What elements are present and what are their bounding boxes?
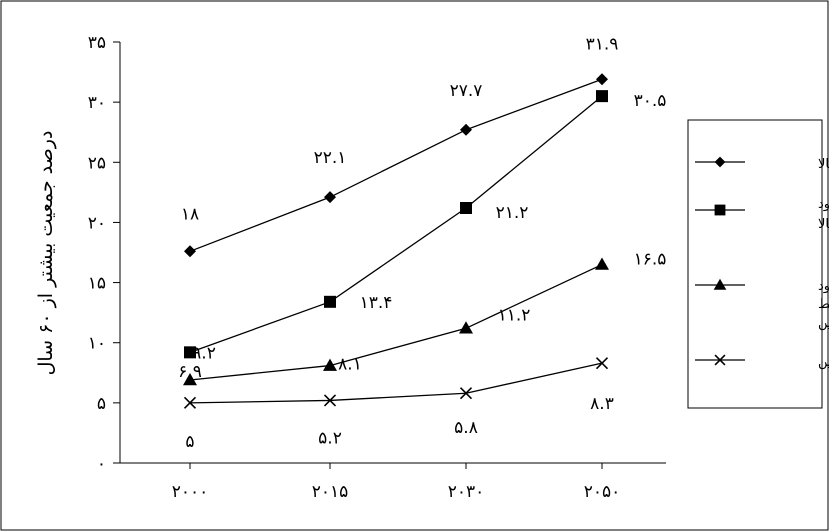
square-marker xyxy=(460,201,472,214)
legend-label: پایین xyxy=(818,316,829,331)
x-tick-label: ۲۰۱۵ xyxy=(312,482,349,502)
legend-entry-4: ورود پایین xyxy=(695,354,829,370)
legend-entry-3: ورود متنسط پایین xyxy=(695,278,829,331)
y-ticks: ۰ ۵ ۱۰ ۱۵ ۲۰ ۲۵ ۳۰ ۳۵ xyxy=(88,33,120,474)
triangle-marker xyxy=(183,373,197,386)
series-line xyxy=(189,263,603,381)
diamond-marker xyxy=(324,191,336,204)
legend-label: متنسط xyxy=(818,297,829,312)
y-tick-label: ۲۰ xyxy=(88,213,106,233)
data-label: ۱۶.۵ xyxy=(634,250,667,270)
square-marker xyxy=(714,204,726,216)
x-marker-stroke xyxy=(595,357,609,370)
legend-label: متنسط بالا xyxy=(818,217,829,232)
data-label: ۵ xyxy=(185,432,194,452)
series-2 xyxy=(184,90,608,359)
y-tick-label: ۵ xyxy=(97,394,106,414)
data-label: ۱۱.۲ xyxy=(498,305,531,325)
data-labels-layer: ۱۸ ۲۲.۱ ۲۷.۷ ۳۱.۹ ۹.۲ ۱۳.۴ ۲۱.۲ ۳۰.۵ ۶.۹ ۸.۱ ۱۱.۲ ۱… xyxy=(178,34,666,452)
series-3 xyxy=(183,257,609,386)
triangle-marker xyxy=(713,278,727,290)
diamond-marker xyxy=(596,73,608,86)
x-tick-label: ۲۰۳۰ xyxy=(448,482,485,502)
data-label: ۲۲.۱ xyxy=(314,148,347,168)
legend-box xyxy=(687,119,823,409)
data-label: ۵.۲ xyxy=(318,428,342,448)
x-tick-label: ۲۰۵۰ xyxy=(584,482,621,502)
x-marker-stroke xyxy=(323,394,337,407)
x-tick-label: ۲۰۰۰ xyxy=(172,482,209,502)
triangle-marker xyxy=(595,257,609,270)
data-label: ۳۰.۵ xyxy=(634,91,667,111)
legend: ورود بالاورودمتنسط بالاورودمتنسطپایینورو… xyxy=(695,156,829,370)
data-label: ۹.۲ xyxy=(192,343,216,363)
x-marker-stroke xyxy=(714,354,726,366)
x-marker-stroke xyxy=(459,387,473,400)
x-marker xyxy=(459,387,473,400)
y-tick-label: ۲۵ xyxy=(88,153,106,173)
data-label: ۲۱.۲ xyxy=(496,203,529,223)
square-marker xyxy=(324,295,336,308)
data-label: ۸.۳ xyxy=(590,394,614,414)
legend-label: ورود xyxy=(818,197,829,212)
legend-entry-2: ورود متنسط بالا xyxy=(695,197,829,232)
x-marker xyxy=(323,394,337,407)
legend-label: ورود پایین xyxy=(818,355,829,370)
data-label: ۱۳.۴ xyxy=(360,293,393,313)
series-4 xyxy=(183,357,609,409)
legend-label: ورود بالا xyxy=(818,157,829,172)
x-marker xyxy=(595,357,609,370)
y-tick-label: ۳۰ xyxy=(88,93,106,113)
data-label: ۶.۹ xyxy=(178,362,202,382)
y-tick-label: ۱۰ xyxy=(88,334,106,354)
data-label: ۱۸ xyxy=(181,204,199,224)
series-line xyxy=(189,78,603,252)
x-marker xyxy=(183,396,197,409)
square-marker xyxy=(596,90,608,103)
legend-entry-1: ورود بالا xyxy=(695,156,829,172)
x-marker-stroke xyxy=(183,396,197,409)
data-label: ۲۷.۷ xyxy=(450,81,483,101)
triangle-marker xyxy=(323,358,337,371)
series-line xyxy=(189,95,603,353)
diamond-marker xyxy=(460,123,472,136)
data-label: ۸.۱ xyxy=(338,355,362,375)
diamond-marker xyxy=(714,156,726,168)
y-tick-label: ۰ xyxy=(97,454,106,474)
square-marker xyxy=(184,346,196,359)
series-1 xyxy=(184,73,608,258)
y-tick-label: ۳۵ xyxy=(88,33,106,53)
legend-label: ورود xyxy=(818,279,829,294)
y-axis-label: درصد جمعیت بیشتر از ۶۰ سال xyxy=(35,131,57,376)
x-ticks: ۲۰۰۰ ۲۰۱۵ ۲۰۳۰ ۲۰۵۰ xyxy=(172,463,621,502)
diamond-marker xyxy=(184,245,196,258)
series-line xyxy=(189,362,603,404)
triangle-marker xyxy=(459,321,473,334)
y-tick-label: ۱۵ xyxy=(88,274,106,294)
series-layer xyxy=(183,73,609,409)
x-marker xyxy=(714,354,726,366)
data-label: ۵.۸ xyxy=(454,418,478,438)
data-label: ۳۱.۹ xyxy=(586,34,619,54)
